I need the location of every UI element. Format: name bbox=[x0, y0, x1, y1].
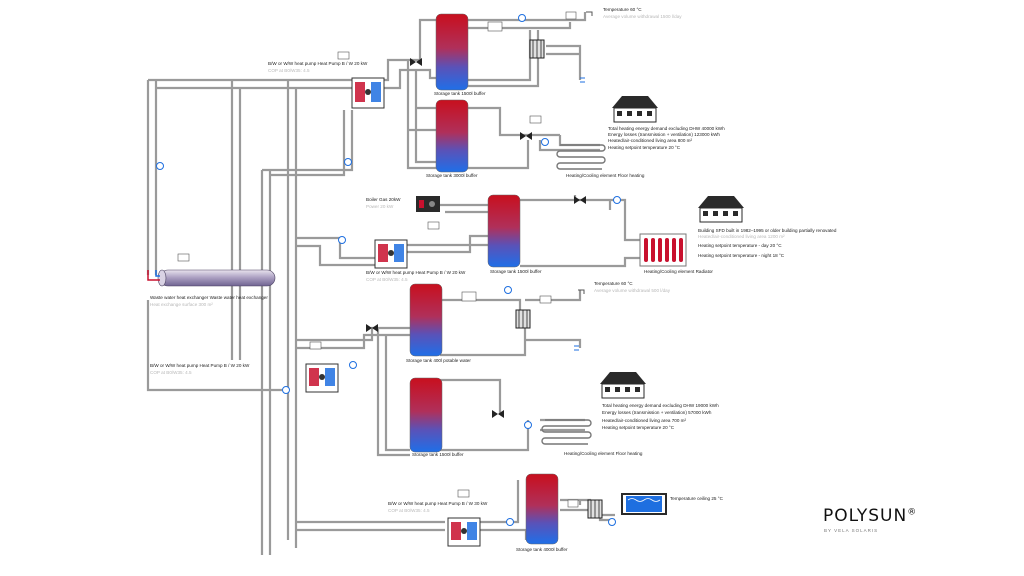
building-icon-2 bbox=[698, 196, 744, 223]
swimming-pool bbox=[621, 493, 667, 515]
heat-pump-2[interactable] bbox=[374, 239, 408, 269]
storage-tank-2[interactable] bbox=[435, 99, 469, 173]
storage-tank-6[interactable] bbox=[525, 473, 559, 545]
plate-heat-exchanger-3 bbox=[587, 499, 603, 519]
storage-tank-3[interactable] bbox=[487, 194, 521, 268]
radiator-label: Heating/Cooling element Radiator bbox=[644, 269, 713, 274]
building-3-label: Total heating energy demand excluding DH… bbox=[602, 403, 719, 431]
dhw-2-label: Temperature 60 °C Average volume withdra… bbox=[594, 281, 671, 293]
heat-pump-3-label: B/W or W/W heat pump Heat Pump B / W 20 … bbox=[150, 363, 250, 375]
radiator bbox=[639, 233, 687, 267]
floor-heating-2 bbox=[541, 419, 592, 445]
floor-heating-1-label: Heating/Cooling element Floor heating bbox=[566, 173, 645, 178]
storage-tank-5[interactable] bbox=[409, 377, 443, 453]
tank-2-label: Storage tank 3000l buffer bbox=[426, 173, 478, 178]
heat-pump-3[interactable] bbox=[305, 363, 339, 393]
tank-4-label: Storage tank 400l potable water bbox=[406, 358, 471, 363]
building-icon-3 bbox=[600, 372, 646, 399]
polysun-tagline: BY VELA SOLARIS bbox=[824, 528, 879, 533]
pool-label: Temperature ceiling 25 °C bbox=[670, 496, 723, 501]
heat-pump-1[interactable] bbox=[351, 77, 385, 109]
tank-3-label: Storage tank 1500l buffer bbox=[490, 269, 542, 274]
floor-heating-1 bbox=[556, 144, 606, 170]
valve-icons[interactable] bbox=[366, 58, 586, 418]
heat-exchanger-label: Waste water heat exchanger Waste water h… bbox=[150, 295, 268, 307]
tank-6-label: Storage tank 4000l buffer bbox=[516, 547, 568, 552]
storage-tank-4[interactable] bbox=[409, 283, 443, 357]
building-1-label: Total heating energy demand excluding DH… bbox=[608, 126, 725, 150]
pump-icons[interactable] bbox=[156, 14, 621, 526]
dhw-tap-icons bbox=[574, 11, 593, 351]
waste-water-heat-exchanger bbox=[147, 269, 276, 287]
building-2-label: Building SFD built in 1982–1995 or older… bbox=[698, 228, 837, 258]
tank-5-label: Storage tank 1500l buffer bbox=[412, 452, 464, 457]
plate-heat-exchanger-2 bbox=[515, 309, 531, 329]
tank-1-label: Storage tank 1500l buffer bbox=[434, 91, 486, 96]
polysun-logo: POLYSUN® bbox=[823, 506, 918, 526]
plate-heat-exchanger-1 bbox=[529, 39, 545, 59]
storage-tank-1[interactable] bbox=[435, 13, 469, 91]
heat-pump-4-label: B/W or W/W heat pump Heat Pump B / W 30 … bbox=[388, 501, 488, 513]
boiler-label: Boiler Gas 20kW Power 20 kW bbox=[366, 197, 401, 209]
heat-pump-2-label: B/W or W/W heat pump Heat Pump B / W 20 … bbox=[366, 270, 466, 282]
heat-pump-4[interactable] bbox=[447, 517, 481, 547]
floor-heating-2-label: Heating/Cooling element Floor heating bbox=[564, 451, 643, 456]
building-icon-1 bbox=[612, 96, 658, 123]
dhw-1-label: Temperature 60 °C Average volume withdra… bbox=[603, 7, 682, 19]
heat-pump-1-label: B/W or W/W heat pump Heat Pump B / W 20 … bbox=[268, 61, 368, 73]
gas-boiler[interactable] bbox=[416, 196, 440, 212]
controller-icons bbox=[177, 11, 579, 508]
